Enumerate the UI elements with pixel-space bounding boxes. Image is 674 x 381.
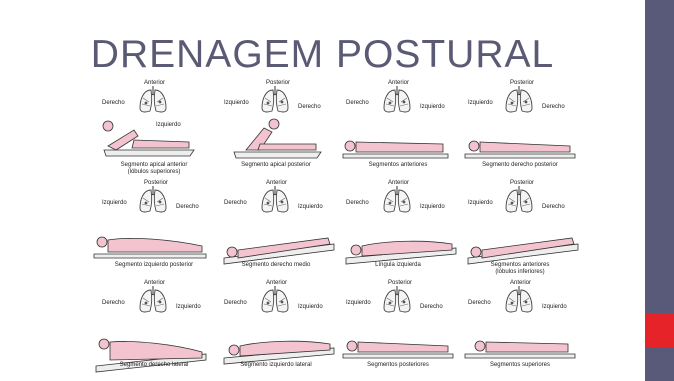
side-label-right: Derecho bbox=[420, 304, 443, 310]
side-label-left: Derecho bbox=[102, 100, 125, 106]
patient-figure bbox=[94, 237, 206, 258]
position-caption: Língula izquierda bbox=[338, 262, 458, 269]
position-drawing bbox=[216, 280, 336, 372]
side-label-right: Izquierdo bbox=[176, 304, 201, 310]
position-caption: Segmento derecho medio bbox=[216, 262, 336, 269]
orientation-label: Posterior bbox=[144, 180, 168, 186]
position-caption: Segmentos anteriores bbox=[460, 262, 580, 269]
side-label-right: Derecho bbox=[542, 204, 565, 210]
orientation-label: Anterior bbox=[388, 180, 409, 186]
side-label-right: Izquierdo bbox=[542, 304, 567, 310]
position-drawing bbox=[94, 280, 214, 372]
slide-sidebar bbox=[645, 0, 674, 381]
patient-figure bbox=[224, 341, 334, 364]
patient-figure bbox=[465, 141, 575, 158]
patient-figure bbox=[468, 238, 578, 264]
side-label-left: Derecho bbox=[346, 200, 369, 206]
previous-slide-title-fragment bbox=[0, 0, 645, 26]
side-label-left: Izquierdo bbox=[346, 300, 371, 306]
position-caption: Segmento derecho lateral bbox=[94, 362, 214, 369]
position-drawing bbox=[216, 80, 336, 172]
position-drawing bbox=[216, 180, 336, 272]
position-caption: Segmento izquierdo lateral bbox=[216, 362, 336, 369]
position-caption-detail: (lóbulos superiores) bbox=[94, 169, 214, 176]
position-caption: Segmentos posteriores bbox=[338, 362, 458, 369]
slide-title: DRENAGEM POSTURAL bbox=[0, 33, 645, 77]
orientation-label: Anterior bbox=[266, 280, 287, 286]
position-caption: Segmento derecho posterior bbox=[460, 162, 580, 169]
side-label-right: Izquierdo bbox=[420, 104, 445, 110]
orientation-label: Anterior bbox=[144, 280, 165, 286]
side-label-right: Derecho bbox=[298, 104, 321, 110]
patient-figure bbox=[234, 119, 321, 158]
side-label-right: Derecho bbox=[542, 104, 565, 110]
side-label-left: Derecho bbox=[346, 100, 369, 106]
orientation-label: Anterior bbox=[510, 280, 531, 286]
side-label-left: Derecho bbox=[224, 300, 247, 306]
side-label-left: Izquierdo bbox=[468, 200, 493, 206]
side-label-bottom: Izquierdo bbox=[156, 122, 181, 128]
side-label-right: Izquierdo bbox=[298, 204, 323, 210]
orientation-label: Anterior bbox=[266, 180, 287, 186]
side-label-left: Derecho bbox=[102, 300, 125, 306]
position-drawing bbox=[338, 80, 458, 172]
position-caption: Segmento izquierdo posterior bbox=[94, 262, 214, 269]
position-caption-detail: (lóbulos inferiores) bbox=[460, 269, 580, 276]
orientation-label: Posterior bbox=[510, 180, 534, 186]
side-label-right: Derecho bbox=[176, 204, 199, 210]
side-label-right: Izquierdo bbox=[298, 304, 323, 310]
orientation-label: Posterior bbox=[266, 80, 290, 86]
side-label-right: Izquierdo bbox=[420, 204, 445, 210]
position-drawing bbox=[338, 180, 458, 272]
patient-figure bbox=[343, 141, 448, 158]
side-label-left: Derecho bbox=[468, 300, 491, 306]
position-drawing bbox=[460, 80, 580, 172]
position-drawing bbox=[460, 180, 580, 272]
patient-figure bbox=[465, 341, 575, 358]
orientation-label: Posterior bbox=[388, 280, 412, 286]
orientation-label: Anterior bbox=[144, 80, 165, 86]
side-label-left: Izquierdo bbox=[102, 200, 127, 206]
patient-figure bbox=[346, 241, 456, 264]
position-drawing bbox=[94, 180, 214, 272]
position-drawing bbox=[338, 280, 458, 372]
side-label-left: Derecho bbox=[224, 200, 247, 206]
position-caption: Segmento apical anterior bbox=[94, 162, 214, 169]
sidebar-accent-block bbox=[645, 313, 674, 347]
patient-figure bbox=[224, 238, 334, 264]
side-label-left: Izquierdo bbox=[468, 100, 493, 106]
position-drawing bbox=[94, 80, 214, 172]
position-caption: Segmentos superiores bbox=[460, 362, 580, 369]
position-drawing bbox=[460, 280, 580, 372]
orientation-label: Anterior bbox=[388, 80, 409, 86]
position-caption: Segmentos anteriores bbox=[338, 162, 458, 169]
patient-figure bbox=[343, 341, 453, 358]
position-caption: Segmento apical posterior bbox=[216, 162, 336, 169]
side-label-left: Izquierdo bbox=[224, 100, 249, 106]
orientation-label: Posterior bbox=[510, 80, 534, 86]
